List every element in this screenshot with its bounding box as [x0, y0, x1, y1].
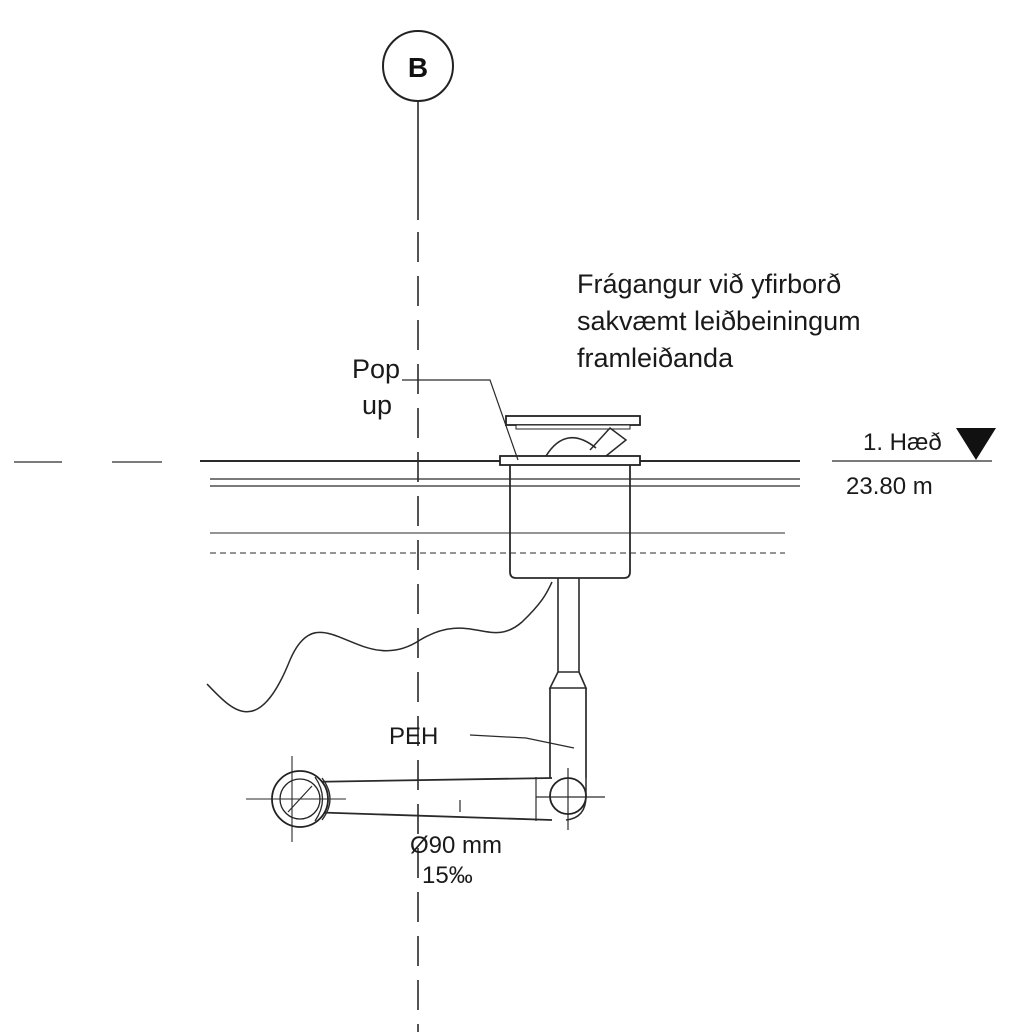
grid-bubble-label: B: [408, 52, 428, 83]
finish-note-line-3: framleiðanda: [577, 343, 734, 373]
floor-slab: [14, 460, 800, 554]
flexible-hose: [206, 581, 553, 713]
level-elevation: 23.80 m: [846, 473, 933, 500]
level-marker: [832, 428, 996, 462]
popup-sprinkler: [499, 415, 641, 579]
finish-note-line-1: Frágangur við yfirborð: [577, 269, 841, 299]
grid-bubble: B: [382, 30, 454, 102]
popup-label-line-2: up: [362, 390, 392, 420]
popup-label-line-1: Pop: [352, 354, 400, 384]
annotation-popup: Pop up: [352, 354, 400, 420]
pipe-material-label: PEH: [389, 723, 438, 750]
leader-lines: [402, 379, 575, 749]
pipe-elbow: [536, 768, 605, 830]
pipe-slope-label: 15‰: [422, 862, 473, 889]
annotation-finish-note: Frágangur við yfirborð sakvæmt leiðbeini…: [577, 269, 861, 373]
vertical-riser: [548, 578, 588, 778]
level-name: 1. Hæð: [863, 429, 942, 456]
finish-note-line-2: sakvæmt leiðbeiningum: [577, 306, 861, 336]
horizontal-pipe: [305, 777, 553, 821]
pipe-diameter-label: Ø90 mm: [410, 832, 502, 859]
pipe-end-coupling: [246, 756, 346, 842]
